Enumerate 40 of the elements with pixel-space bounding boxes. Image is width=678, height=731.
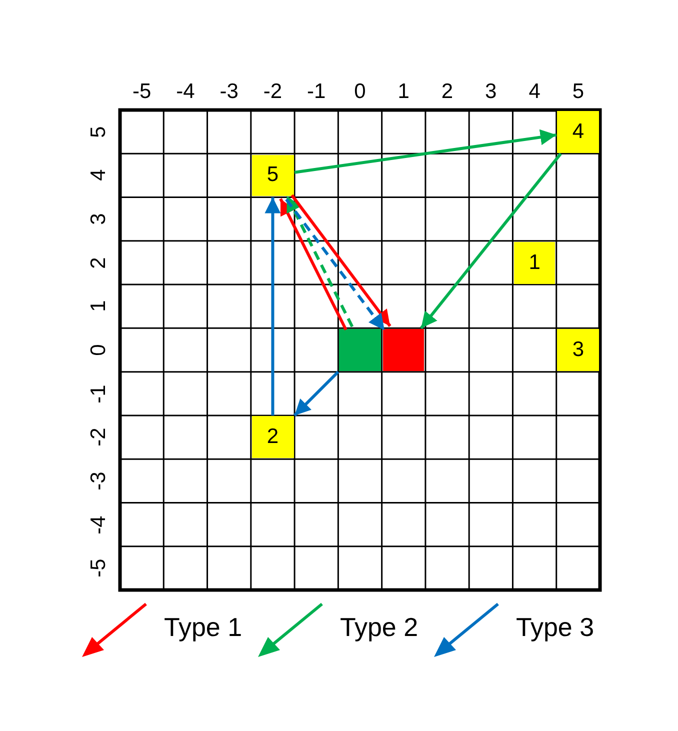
axis-label: -1: [87, 383, 111, 405]
axis-label: 1: [396, 80, 410, 104]
axis-label: -1: [306, 80, 327, 104]
axis-label: 2: [440, 80, 454, 104]
numbered-cell: 3: [557, 329, 599, 371]
arrow: [293, 370, 340, 417]
numbered-cell: 4: [557, 111, 599, 153]
axis-label: 1: [87, 300, 111, 314]
axis-label: 5: [87, 124, 111, 140]
square-cell: [382, 329, 424, 371]
axis-label: 0: [87, 343, 111, 358]
square-cell: [339, 329, 381, 371]
axis-label: 4: [87, 168, 111, 184]
axis-label: -5: [131, 80, 152, 104]
numbered-cell: 5: [252, 154, 294, 196]
axis-label: 0: [353, 80, 367, 104]
axis-label: 3: [87, 212, 111, 227]
arrow: [420, 152, 562, 330]
legend-label: Type 2: [340, 612, 418, 643]
axis-label: -5: [87, 558, 111, 580]
legend-label: Type 1: [164, 612, 242, 643]
axis-label: 3: [484, 80, 498, 104]
arrow: [285, 198, 386, 332]
axis-label: -4: [175, 80, 196, 104]
arrow: [285, 195, 354, 328]
numbered-cell: 1: [514, 242, 556, 284]
arrow: [279, 198, 348, 330]
axis-label: -2: [262, 80, 284, 104]
arrow: [290, 194, 392, 327]
axis-label: -2: [87, 426, 111, 449]
legend-label: Type 3: [516, 612, 594, 643]
axis-label: -4: [87, 514, 111, 536]
arrow: [264, 197, 281, 416]
arrow: [294, 129, 557, 174]
axis-label: 2: [87, 256, 111, 271]
axis-label: -3: [87, 470, 111, 492]
numbered-cell: 2: [252, 416, 294, 458]
axis-label: 4: [528, 80, 542, 104]
axis-label: -3: [218, 80, 240, 104]
axis-label: 5: [571, 80, 586, 104]
